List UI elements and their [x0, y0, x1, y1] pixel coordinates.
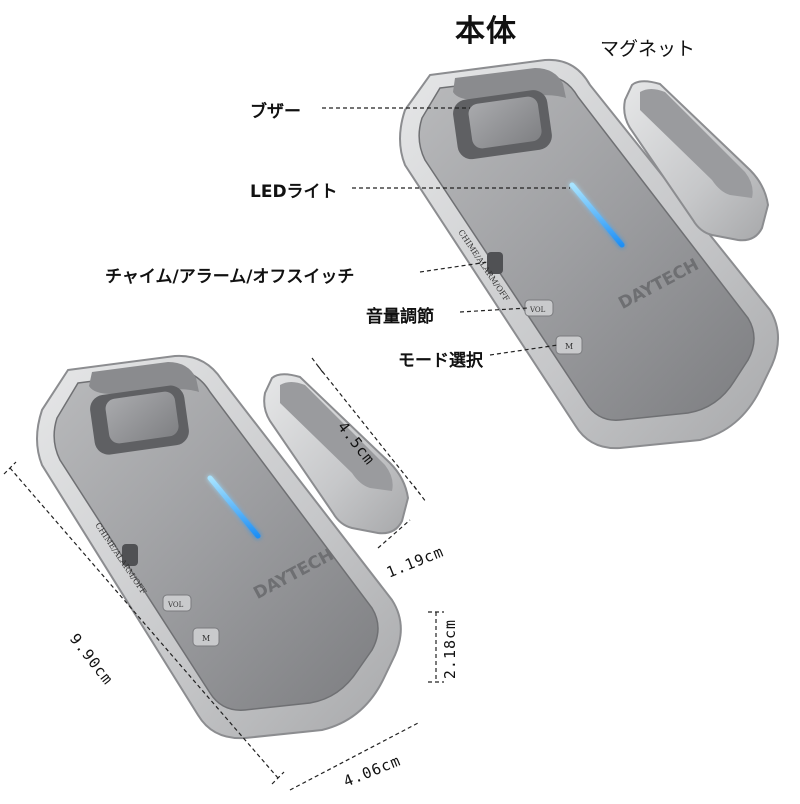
label-mode: モード選択 [398, 351, 483, 371]
bottom-magnet [263, 373, 410, 535]
bottom-volume-button [162, 594, 192, 612]
dim-body-thickness: 2.18cm [441, 618, 460, 680]
bottom-sensor-body: DAYTECH CHIME/ALARM/OFF VOL M [36, 354, 402, 740]
label-volume: 音量調節 [366, 307, 434, 327]
bottom-led [207, 475, 261, 539]
page-title: 本体 [455, 14, 517, 49]
label-magnet: マグネット [600, 38, 696, 60]
svg-text:M: M [202, 634, 210, 643]
bottom-mode-button [192, 627, 220, 647]
top-led [569, 182, 625, 248]
svg-text:VOL: VOL [529, 306, 546, 314]
top-switch [487, 252, 503, 274]
top-sensor-body: DAYTECH CHIME/ALARM/OFF VOL M [399, 58, 779, 450]
svg-text:M: M [565, 342, 573, 351]
bottom-switch [122, 544, 138, 566]
svg-text:VOL: VOL [167, 601, 184, 609]
label-led: LEDライト [250, 182, 338, 202]
leader-lines [322, 107, 570, 356]
label-switch: チャイム/アラーム/オフスイッチ [105, 267, 355, 287]
label-buzzer: ブザー [250, 102, 301, 122]
top-magnet [623, 80, 770, 242]
dimension-lines [3, 357, 444, 791]
